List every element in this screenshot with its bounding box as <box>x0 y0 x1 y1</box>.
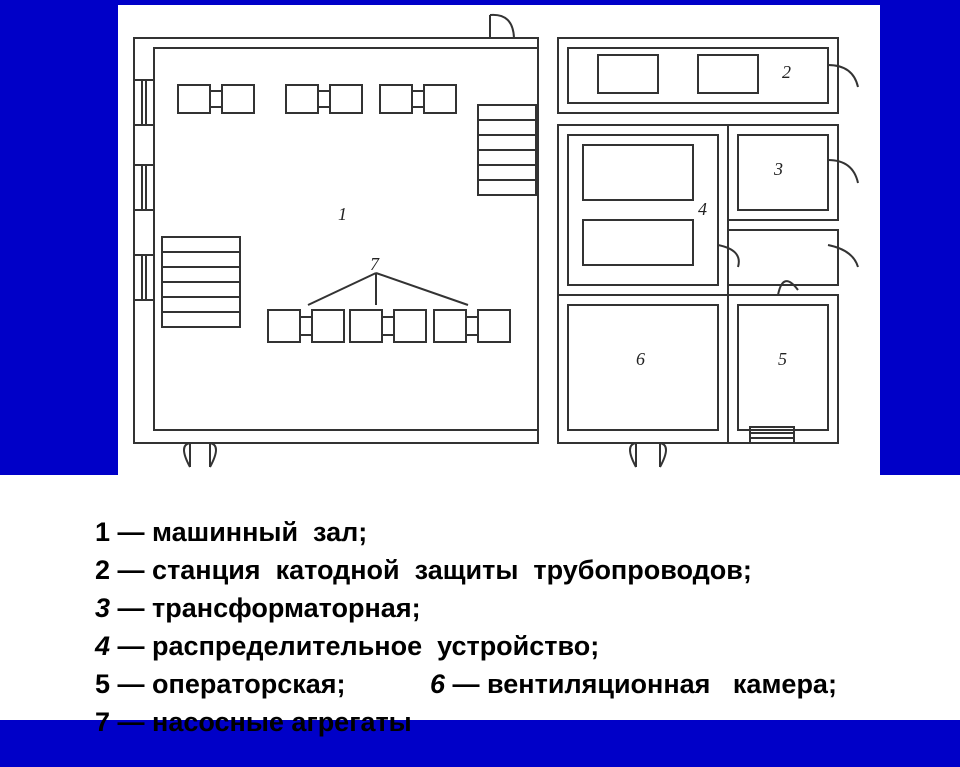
legend-text: — машинный зал; <box>110 517 368 547</box>
legend-number: 6 <box>430 669 446 699</box>
legend-text: — насосные агрегаты <box>110 707 412 737</box>
room-4-equipment-b <box>582 219 694 266</box>
legend-item-5: 5 — операторская; <box>65 639 346 729</box>
room-2-equipment-a <box>597 54 659 94</box>
legend-text: — трансформаторная; <box>110 593 421 623</box>
legend-panel: 1 — машинный зал; 2 — станция катодной з… <box>0 475 960 737</box>
room-6-inner <box>567 304 719 431</box>
room-5-steps <box>749 426 795 444</box>
room-6-door <box>629 442 667 468</box>
room-label-7: 7 <box>370 254 380 274</box>
room-label-2: 2 <box>782 62 791 82</box>
room-5-inner <box>737 304 829 431</box>
legend-number: 7 <box>95 707 111 737</box>
pump-leader-lines <box>307 272 469 306</box>
pump-units-top <box>177 84 457 114</box>
hall-top-door <box>489 13 515 39</box>
room-label-3: 3 <box>773 159 783 179</box>
corridor <box>727 229 839 286</box>
room-3-inner <box>737 134 829 211</box>
room-label-1: 1 <box>338 204 347 224</box>
room-2-inner <box>567 47 829 104</box>
hall-bottom-door <box>183 442 217 468</box>
legend-number: 2 <box>95 555 111 585</box>
legend-text: — станция катодной защиты трубопроводов; <box>110 555 752 585</box>
legend-number: 1 <box>95 517 111 547</box>
room-2-door <box>827 64 859 88</box>
floor-plan-panel: 1 2 3 4 5 6 7 <box>118 5 880 475</box>
legend-item-4: 4 — распределительное устройство; <box>65 601 599 691</box>
room-3-door <box>827 159 859 184</box>
room-5-outer <box>727 294 839 444</box>
floor-plan-drawing: 1 2 3 4 5 6 7 <box>133 13 859 468</box>
room-2-outer <box>557 37 839 114</box>
pump-units-bottom <box>267 309 511 343</box>
hall-outer-wall <box>133 37 539 444</box>
legend-number: 4 <box>95 631 111 661</box>
legend-text: — вентиляционная камера; <box>445 669 837 699</box>
room-2-equipment-b <box>697 54 759 94</box>
legend-item-3: 3 — трансформаторная; <box>65 563 421 653</box>
room-4-inner <box>567 134 719 286</box>
legend-text: — операторская; <box>110 669 346 699</box>
room-label-6: 6 <box>636 349 645 369</box>
room-5-door <box>777 280 799 296</box>
room-4-door <box>717 244 740 268</box>
corridor-door <box>827 244 859 268</box>
room-6-outer <box>557 294 729 444</box>
legend-item-7: 7 — насосные агрегаты <box>65 677 412 767</box>
hall-windows <box>134 79 154 301</box>
hall-inner-wall <box>153 47 539 431</box>
room-label-4: 4 <box>698 199 707 219</box>
legend-item-1: 1 — машинный зал; <box>65 487 367 577</box>
stairs-left <box>161 236 241 328</box>
room-label-5: 5 <box>778 349 787 369</box>
legend-item-2: 2 — станция катодной защиты трубопроводо… <box>65 525 752 615</box>
room-3-outer <box>727 124 839 221</box>
stairs-top <box>477 104 537 196</box>
legend-item-6: 6 — вентиляционная камера; <box>400 639 837 729</box>
legend-text: — распределительное устройство; <box>110 631 600 661</box>
room-4-equipment-a <box>582 144 694 201</box>
legend-number: 3 <box>95 593 111 623</box>
legend-number: 5 <box>95 669 111 699</box>
